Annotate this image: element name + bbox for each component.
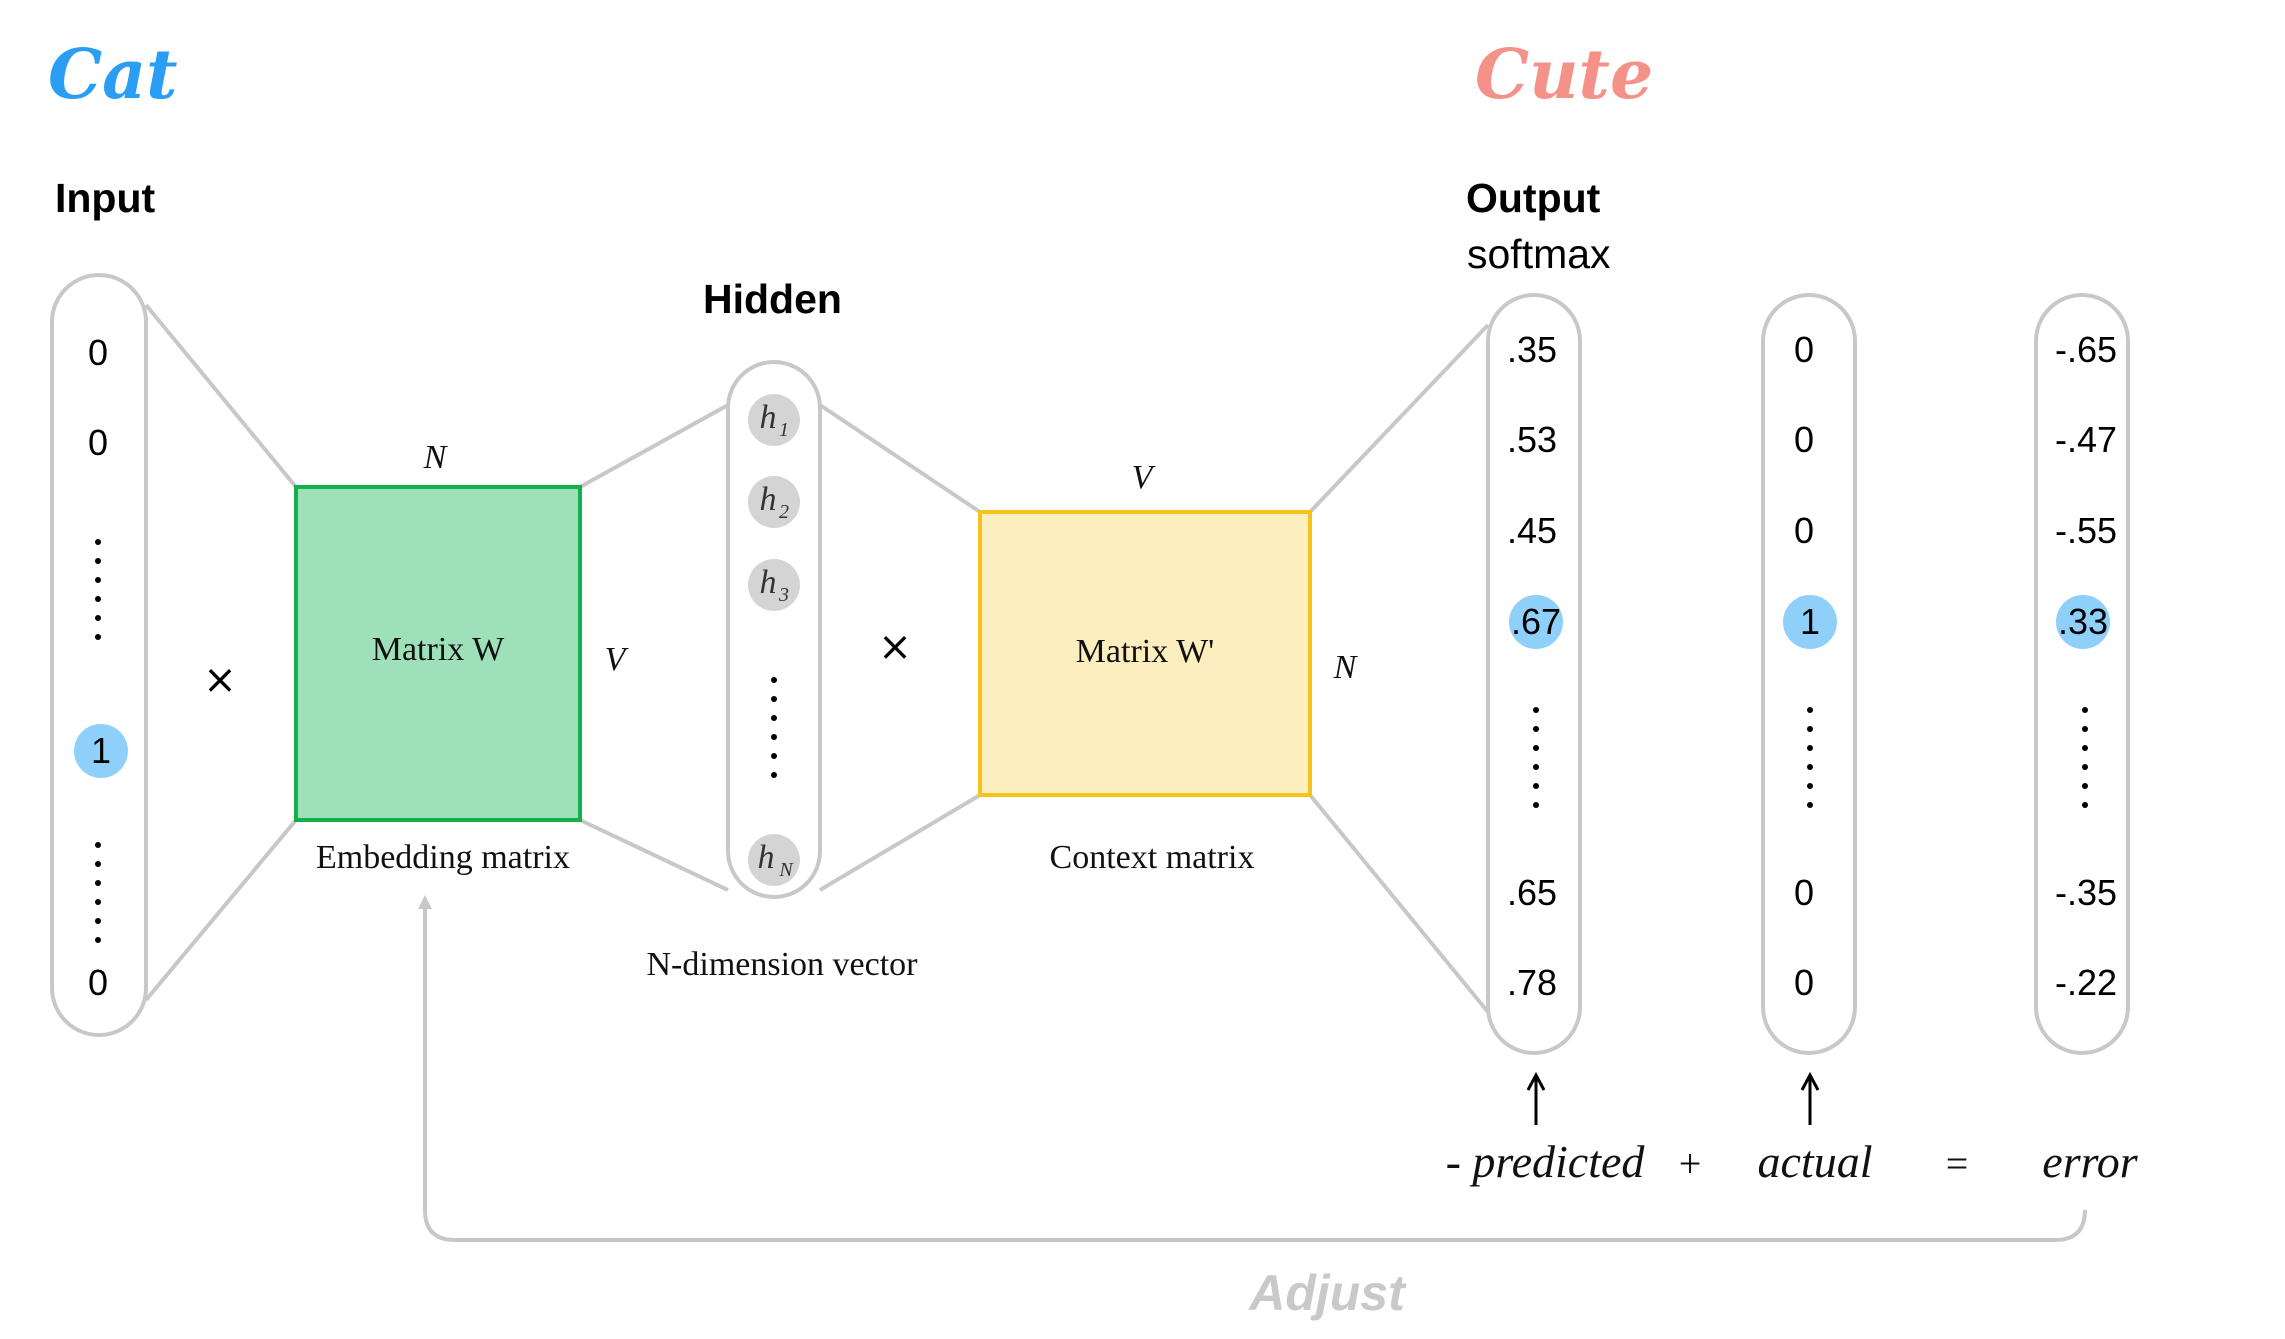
predicted-value: .65 <box>1507 872 1557 913</box>
predicted-value: .53 <box>1507 419 1557 460</box>
hidden-caption: N-dimension vector <box>647 946 919 983</box>
svg-text:h: h <box>760 399 777 436</box>
matrix-w-caption: Embedding matrix <box>316 839 570 876</box>
actual-highlight-value: 1 <box>1800 601 1820 642</box>
matrix-w-prime-top-dim: V <box>1132 459 1157 496</box>
error-value: -.22 <box>2055 962 2117 1003</box>
error-value: -.47 <box>2055 419 2117 460</box>
svg-text:3: 3 <box>778 584 789 606</box>
output-subheading: softmax <box>1467 231 1611 277</box>
equation-error: error <box>2042 1136 2139 1187</box>
multiply-sign: × <box>203 657 237 703</box>
actual-vector: 0 0 0 1 0 0 <box>1761 293 1857 1055</box>
ellipsis-dots <box>2082 707 2088 808</box>
svg-text:h: h <box>760 564 777 601</box>
actual-value: 0 <box>1794 419 1814 460</box>
hidden-node: h 1 <box>748 394 800 446</box>
error-highlight <box>2056 595 2110 649</box>
matrix-w-prime-caption: Context matrix <box>1050 839 1255 876</box>
input-vector: 0 0 1 0 <box>50 273 148 1037</box>
hidden-node: h N <box>748 834 800 886</box>
input-value: 0 <box>88 962 108 1003</box>
equation-equals: = <box>1946 1141 1969 1186</box>
error-value: -.65 <box>2055 329 2117 370</box>
matrix-w-label: Matrix W <box>372 631 505 668</box>
input-word: Cat <box>48 35 178 115</box>
svg-text:N: N <box>778 859 794 881</box>
ellipsis-dots <box>771 677 777 778</box>
predicted-vector: .35 .53 .45 .67 .65 .78 <box>1486 293 1582 1055</box>
error-value: -.35 <box>2055 872 2117 913</box>
actual-value: 0 <box>1794 329 1814 370</box>
input-heading: Input <box>55 175 156 221</box>
hidden-heading: Hidden <box>703 276 842 322</box>
output-heading: Output <box>1466 175 1601 221</box>
svg-text:h: h <box>760 481 777 518</box>
matrix-w-prime: Matrix W' V N Context matrix <box>978 459 1359 876</box>
equation-actual: actual <box>1758 1136 1873 1187</box>
connector-lines <box>144 303 1490 1014</box>
output-word: Cute <box>1475 35 1653 115</box>
ellipsis-dots <box>1533 707 1539 808</box>
up-arrow-icon <box>1800 1071 1820 1125</box>
adjust-label: Adjust <box>1247 1265 1407 1321</box>
adjust-feedback-arrow <box>418 895 2087 1242</box>
predicted-value: .35 <box>1507 329 1557 370</box>
predicted-highlight-value: .67 <box>1511 601 1561 642</box>
input-value: 0 <box>88 332 108 373</box>
one-hot-highlight <box>74 724 128 778</box>
equation-predicted: - predicted <box>1446 1136 1646 1187</box>
up-arrow-icon <box>1526 1071 1546 1125</box>
matrix-w-side-dim: V <box>605 641 630 678</box>
ellipsis-dots <box>1807 707 1813 808</box>
one-hot-value: 1 <box>91 730 111 771</box>
error-vector: -.65 -.47 -.55 .33 -.35 -.22 <box>2034 293 2130 1055</box>
predicted-value: .78 <box>1507 962 1557 1003</box>
actual-highlight <box>1783 595 1837 649</box>
error-value: -.55 <box>2055 510 2117 551</box>
matrix-w-top-dim: N <box>423 439 449 476</box>
ellipsis-dots <box>95 539 101 640</box>
predicted-highlight <box>1509 595 1563 649</box>
actual-value: 0 <box>1794 962 1814 1003</box>
actual-value: 0 <box>1794 872 1814 913</box>
matrix-w-prime-label: Matrix W' <box>1076 633 1215 670</box>
matrix-w: Matrix W N V Embedding matrix <box>294 439 630 876</box>
hidden-node: h 3 <box>748 559 800 611</box>
svg-text:2: 2 <box>779 501 789 523</box>
error-highlight-value: .33 <box>2058 601 2108 642</box>
ellipsis-dots <box>95 842 101 943</box>
actual-value: 0 <box>1794 510 1814 551</box>
predicted-value: .45 <box>1507 510 1557 551</box>
input-value: 0 <box>88 422 108 463</box>
multiply-sign: × <box>878 624 912 670</box>
hidden-node: h 2 <box>748 476 800 528</box>
equation-plus: + <box>1679 1141 1702 1186</box>
hidden-vector: h 1 h 2 h 3 h N N-dimension vector <box>647 360 919 983</box>
matrix-w-prime-side-dim: N <box>1333 649 1359 686</box>
svg-text:1: 1 <box>779 419 789 441</box>
svg-text:h: h <box>758 839 775 876</box>
